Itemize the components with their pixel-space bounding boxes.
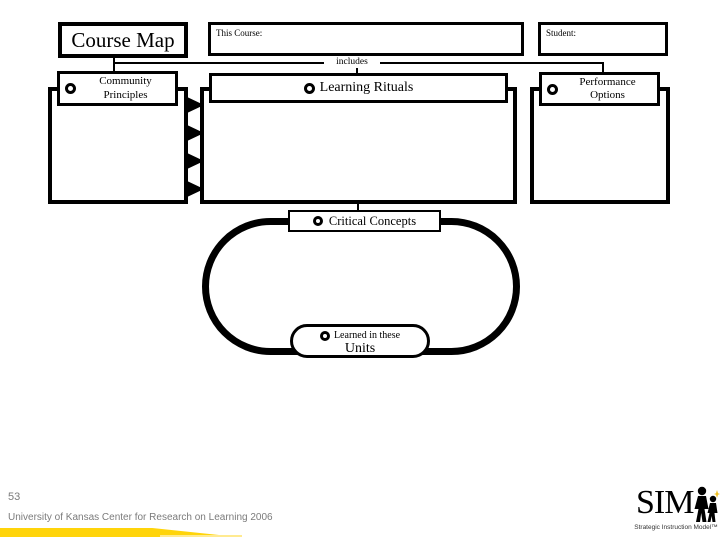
attribution-text: University of Kansas Center for Research… (8, 512, 273, 523)
page-title: Course Map (58, 22, 188, 58)
performance-options-label: Performance Options (579, 75, 636, 101)
community-principles-label: Community Principles (99, 75, 152, 101)
critical-concepts-label-box: Critical Concepts (288, 210, 441, 232)
critical-concepts-drop-line (357, 202, 359, 212)
performance-options-label-box: Performance Options (539, 72, 660, 106)
right-triangle-arrow-icon (185, 124, 204, 142)
footer-accent-ribbon-tail (160, 535, 242, 537)
ring-bullet-icon (312, 216, 323, 226)
ring-bullet-icon (303, 82, 315, 94)
right-triangle-arrow-icon (185, 180, 204, 198)
connector-middle-drop (356, 63, 358, 74)
units-label-line2: Units (344, 341, 376, 356)
critical-concepts-label: Critical Concepts (328, 213, 417, 228)
learning-rituals-container (200, 87, 517, 204)
ring-bullet-icon (65, 83, 76, 94)
units-label-line1: Learned in these (293, 330, 427, 341)
page-number: 53 (8, 491, 21, 503)
units-label-box: Learned in these Units (290, 324, 430, 358)
student-field: Student: (538, 22, 668, 56)
right-triangle-arrow-icon (185, 152, 204, 170)
this-course-field: This Course: (208, 22, 524, 56)
student-label: Student: (546, 28, 577, 38)
sim-logo-tagline: Strategic Instruction Model™ (634, 524, 718, 531)
footer-accent-ribbon (0, 528, 238, 537)
learning-rituals-label-box: Learning Rituals (209, 73, 508, 103)
connector-right-drop (602, 63, 604, 74)
includes-label: includes (324, 56, 380, 68)
this-course-label: This Course: (216, 28, 263, 38)
sim-logo-text: SIM (636, 484, 694, 521)
ring-bullet-icon (547, 83, 558, 95)
ring-bullet-icon (319, 330, 330, 341)
learning-rituals-label: Learning Rituals (319, 80, 414, 95)
right-triangle-arrow-icon (185, 96, 204, 114)
walking-people-icon (694, 486, 720, 522)
community-principles-label-box: Community Principles (57, 71, 178, 106)
connector-left-drop (113, 58, 115, 74)
